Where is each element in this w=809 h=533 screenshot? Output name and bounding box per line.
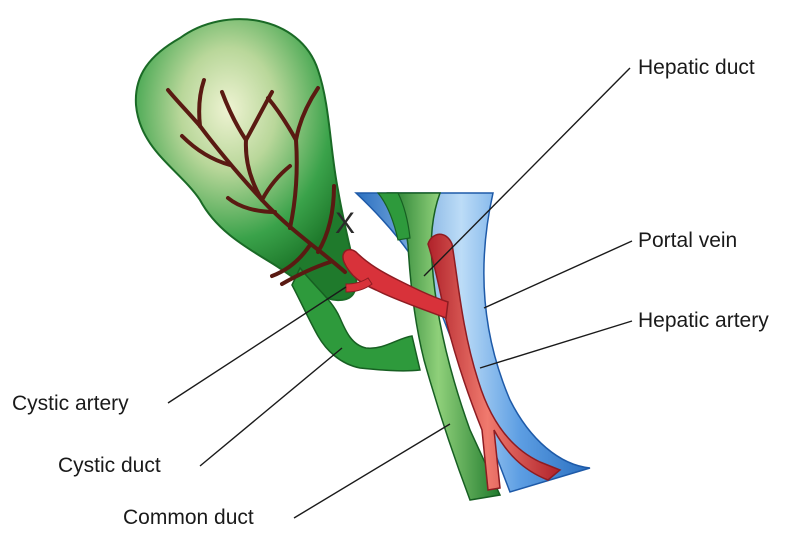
label-hepatic-duct: Hepatic duct <box>638 56 755 79</box>
label-cystic-duct: Cystic duct <box>58 454 161 477</box>
label-common-duct: Common duct <box>123 506 254 529</box>
label-hepatic-artery: Hepatic artery <box>638 309 769 332</box>
label-portal-vein: Portal vein <box>638 229 737 252</box>
label-cystic-artery: Cystic artery <box>12 392 129 415</box>
ligation-mark: X <box>335 207 355 240</box>
